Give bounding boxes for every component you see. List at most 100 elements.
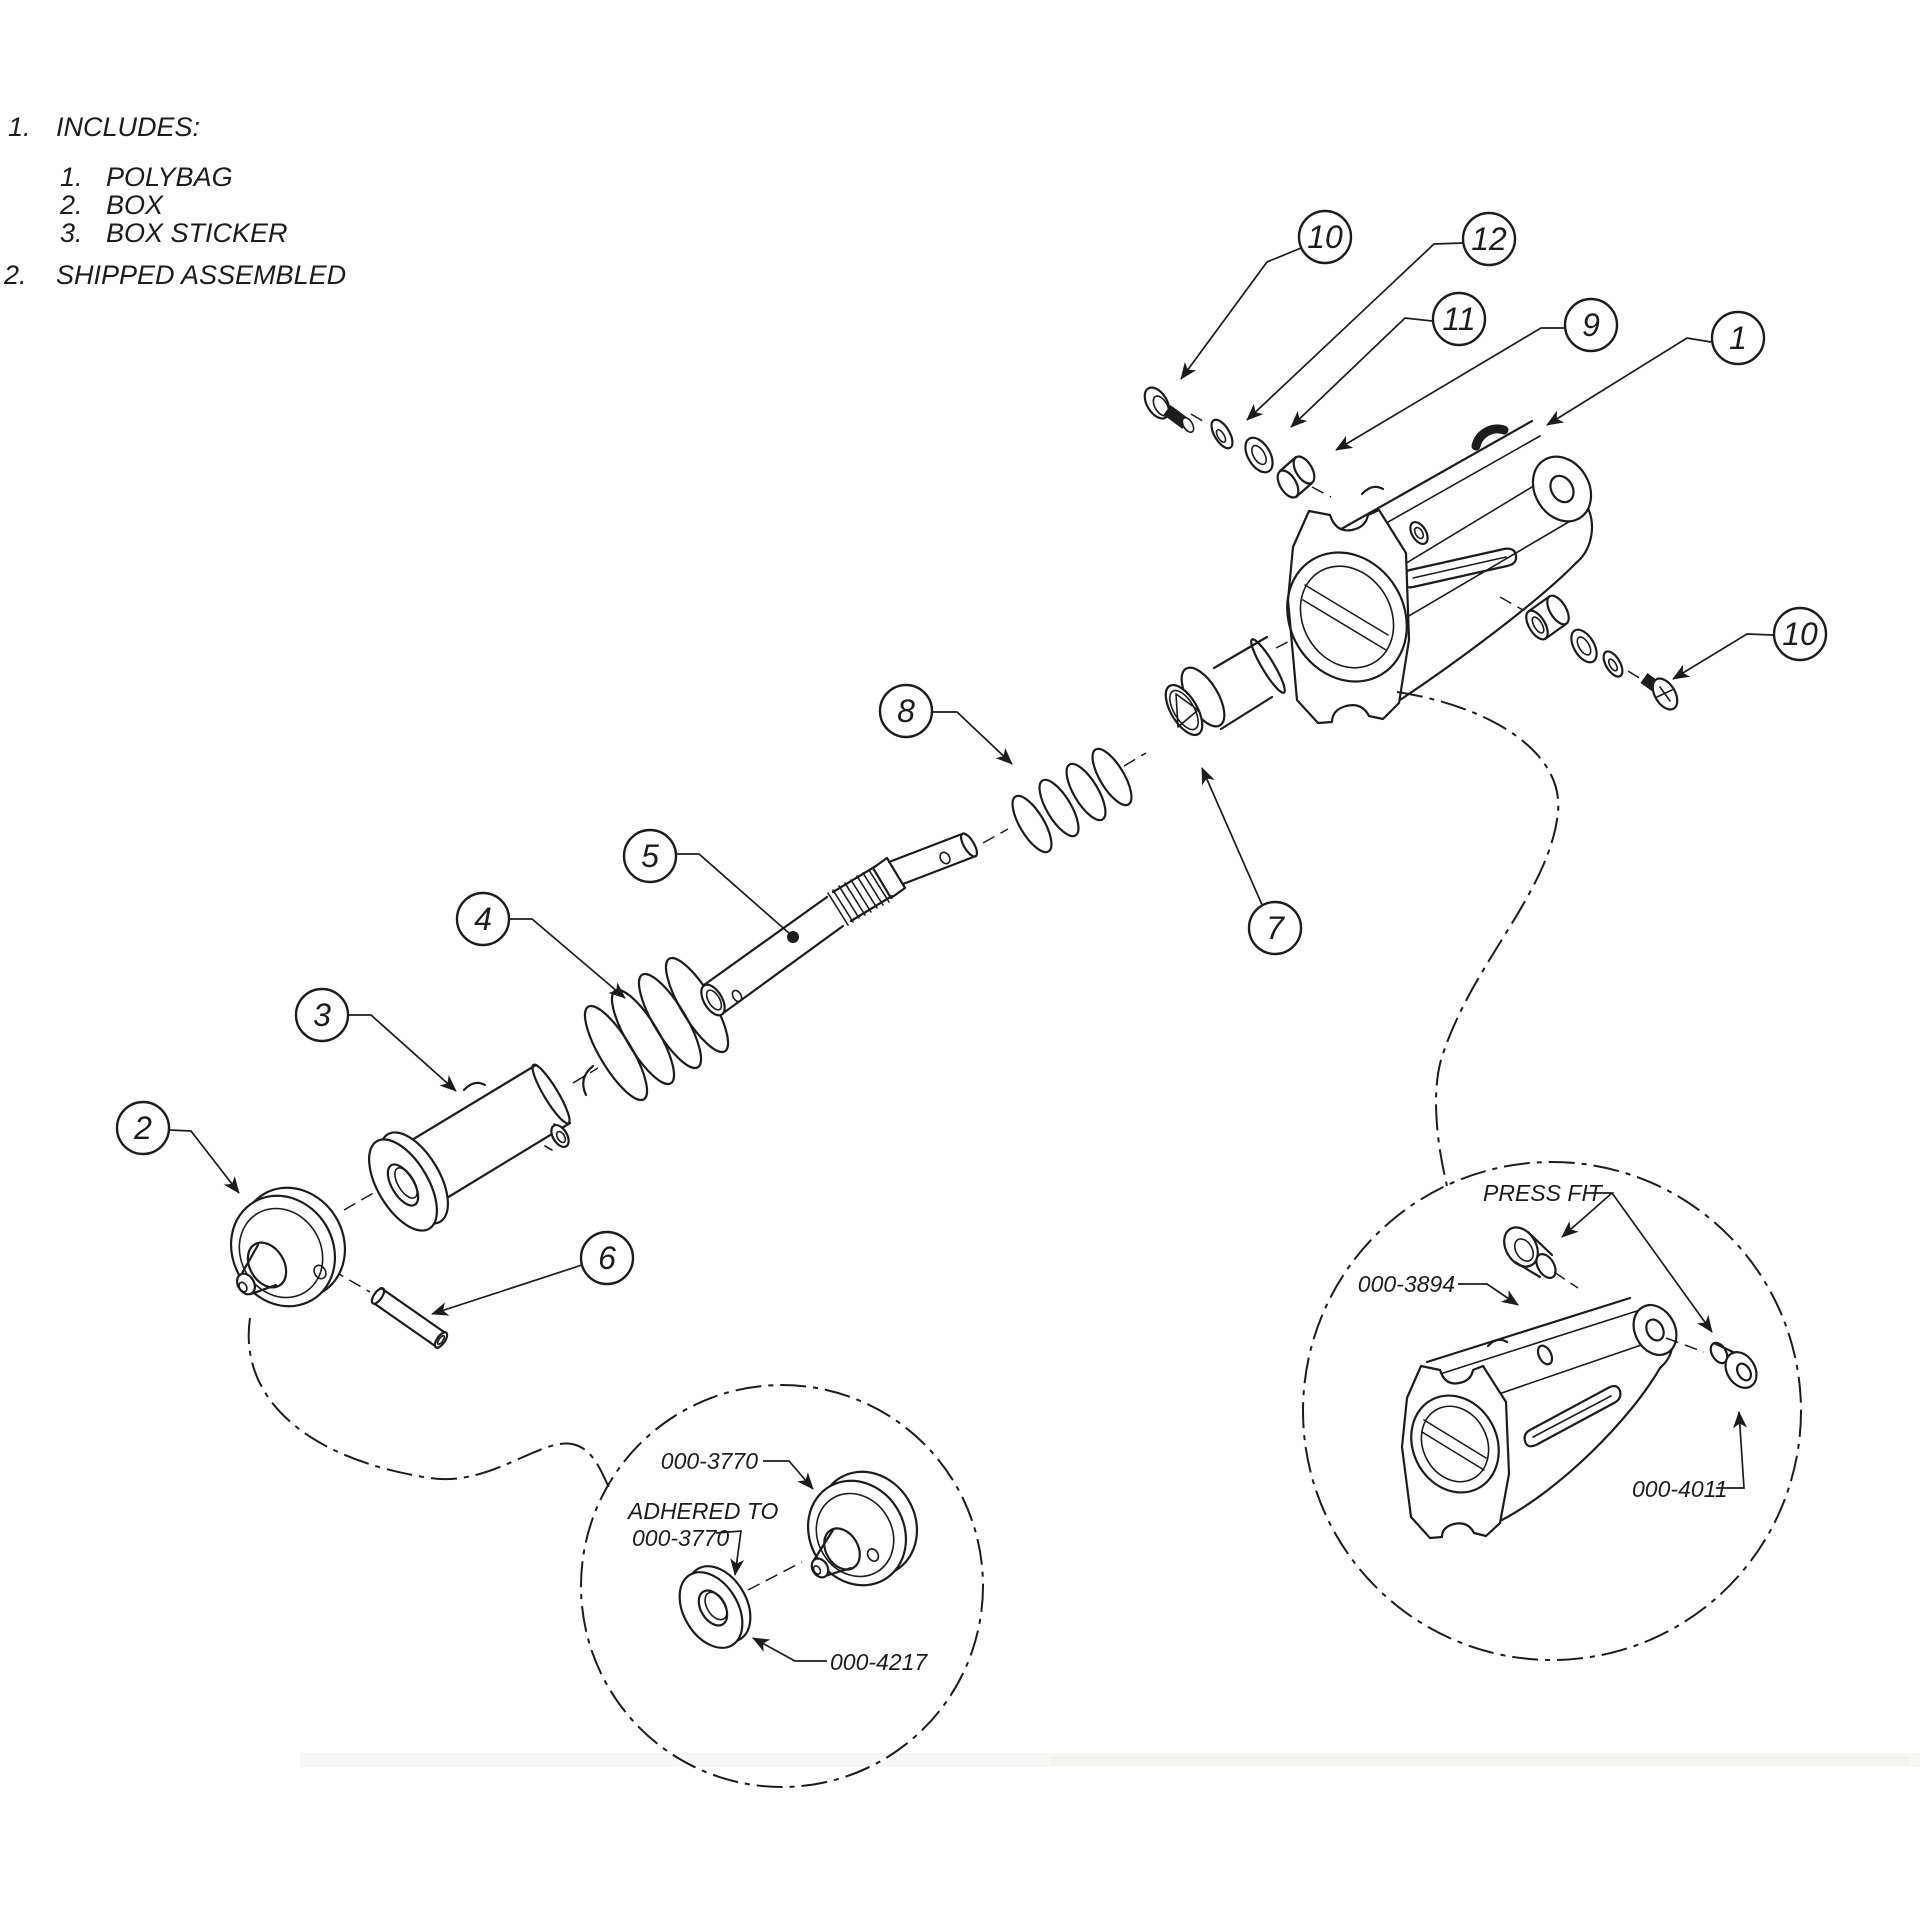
leader-cap-label — [763, 1460, 814, 1490]
centerline — [1123, 752, 1147, 767]
balloon-number: 3 — [313, 997, 331, 1033]
side-slot-inner — [1532, 1395, 1612, 1438]
grommet-hole — [1735, 1362, 1753, 1382]
bushing-bore — [1531, 616, 1545, 634]
cap-face — [229, 1194, 337, 1308]
leader-washer-label — [752, 1637, 827, 1662]
balloon-12: 12 — [1461, 211, 1517, 267]
centerline — [572, 1067, 599, 1084]
thread — [862, 872, 884, 906]
leader-housing-label — [1458, 1283, 1519, 1306]
balloon-number: 6 — [598, 1240, 616, 1276]
note-2-text: SHIPPED ASSEMBLED — [56, 260, 346, 290]
centerline — [1275, 616, 1337, 649]
lug-hole — [1645, 1318, 1665, 1342]
balloon-circle — [622, 828, 678, 884]
leader-6 — [431, 1264, 583, 1316]
shaft-collar — [871, 856, 907, 900]
leader-11 — [1290, 317, 1433, 428]
washer-hole — [1215, 428, 1227, 444]
note-1a-text: POLYBAG — [106, 162, 233, 192]
screw-tip — [1181, 416, 1195, 434]
flange-bore — [1299, 565, 1395, 669]
cap-face-hole — [866, 1548, 880, 1562]
sleeve-bore-flat — [1175, 693, 1199, 728]
leader-3 — [348, 1014, 457, 1092]
note-1b-text: BOX — [106, 190, 164, 220]
balloon-5: 5 — [622, 828, 678, 884]
balloon-11: 11 — [1431, 291, 1487, 347]
part-pin — [370, 1286, 449, 1350]
coil — [1038, 778, 1080, 838]
balloon-circle — [294, 987, 350, 1043]
cap-cone-sides — [239, 1243, 278, 1296]
shaft-tube-bore — [705, 989, 723, 1011]
balloon-circle — [1772, 606, 1828, 662]
note-2-number: 2. — [3, 260, 27, 290]
screw-drive-cross — [1656, 686, 1673, 702]
cap-cone-base — [246, 1241, 288, 1289]
leader-8 — [933, 711, 1013, 765]
bushing-body — [1513, 1230, 1554, 1279]
balloon-1: 1 — [1710, 310, 1766, 366]
note-1c-number: 3. — [60, 218, 83, 248]
leader-grommet-label — [1716, 1411, 1748, 1489]
lug-hole — [1549, 474, 1575, 504]
washer-hole-inner — [704, 1591, 728, 1621]
sleeve-back — [1250, 638, 1286, 694]
bushing-face — [1276, 469, 1300, 499]
shaft-upper-edges — [887, 832, 978, 886]
balloon-number: 2 — [133, 1110, 152, 1146]
cap-cone-base — [823, 1527, 861, 1571]
coil-end — [582, 1064, 595, 1097]
part-bushing-top — [1276, 455, 1316, 499]
side-slot-inner — [1412, 556, 1507, 579]
balloon-circle — [1247, 900, 1303, 956]
bore-web — [1302, 584, 1389, 651]
cap-cone-sides — [812, 1528, 853, 1578]
balloon-callouts: 10 12 11 9 1 10 8 7 — [115, 209, 1828, 1286]
flange-opening — [1286, 551, 1408, 683]
balloon-10-right: 10 — [1772, 606, 1828, 662]
flange-bore — [1420, 1405, 1490, 1483]
barrel-bottom — [1398, 561, 1578, 702]
leader-10-top — [1180, 247, 1302, 380]
balloon-3: 3 — [294, 987, 350, 1043]
leader-2 — [168, 1129, 240, 1194]
thread — [827, 892, 849, 926]
body-edges — [395, 1063, 572, 1209]
thread — [850, 879, 872, 913]
detail-cap-000-3770 — [806, 1470, 919, 1587]
washer — [1602, 650, 1624, 678]
note-1a-number: 1. — [60, 162, 83, 192]
body-bump — [462, 1081, 487, 1092]
detail-washer-000-4217 — [678, 1565, 752, 1649]
coil — [1065, 762, 1107, 822]
balloon-circle — [878, 683, 934, 739]
cap-tip-hole — [812, 1565, 822, 1575]
ring — [1570, 628, 1598, 664]
flange — [1286, 508, 1411, 725]
detail-centerline — [1553, 1271, 1705, 1353]
detail-centerline — [747, 1561, 803, 1591]
bushing-flange — [1503, 1226, 1539, 1268]
boss-hole — [555, 1130, 567, 1144]
part-end-cap — [229, 1186, 347, 1308]
bore-web — [1421, 1419, 1487, 1471]
centerline — [1499, 596, 1524, 611]
label-press-fit: PRESS FIT — [1483, 1180, 1604, 1206]
ring-hole — [1251, 444, 1267, 466]
note-1-text: INCLUDES: — [56, 112, 200, 142]
boss-ring — [1536, 1344, 1554, 1366]
part-housing — [1286, 419, 1593, 725]
bushing-bore — [1513, 1238, 1535, 1262]
balloon-number: 5 — [641, 838, 659, 874]
part-spring-small — [1011, 747, 1133, 854]
washer-front — [678, 1571, 744, 1649]
detail-bushing-press-fit — [1503, 1226, 1557, 1279]
thread — [838, 885, 860, 919]
detail-link-right — [1396, 691, 1560, 1187]
thread — [832, 889, 854, 923]
